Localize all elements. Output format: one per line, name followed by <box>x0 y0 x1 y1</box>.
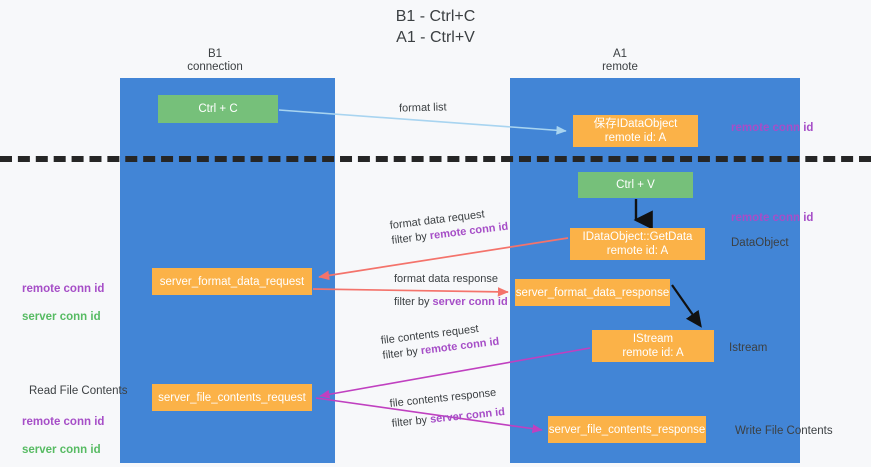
label-remote-conn-id-top: remote conn id <box>731 122 814 134</box>
node-idataobject-getdata[interactable]: IDataObject::GetData remote id: A <box>570 228 705 260</box>
node-server-format-data-request[interactable]: server_format_data_request <box>152 268 312 295</box>
node-ctrl-c[interactable]: Ctrl + C <box>158 95 278 123</box>
node-idataobject[interactable]: 保存IDataObject remote id: A <box>573 115 698 147</box>
label-read-file-contents: Read File Contents <box>29 385 128 397</box>
edge-caption-file-contents-request: file contents request filter by remote c… <box>380 320 500 364</box>
label-left-server-key-bottom: server conn id <box>22 444 101 456</box>
node-server-file-contents-response[interactable]: server_file_contents_response <box>548 416 706 443</box>
filter-key: server conn id <box>429 405 506 426</box>
column-header-b1: B1 connection <box>187 48 243 73</box>
filter-prefix: filter by <box>390 230 431 247</box>
phase-separator <box>0 156 871 162</box>
filter-key: server conn id <box>432 296 508 308</box>
label-left-remote-key-bottom: remote conn id <box>22 416 105 428</box>
label-remote-conn-id-mid: remote conn id <box>731 212 814 224</box>
edge-caption-format-data-response: format data response filter by server co… <box>394 272 508 310</box>
label-write-file-contents: Write File Contents <box>735 425 833 437</box>
label-left-remote-key-top: remote conn id <box>22 283 105 295</box>
filter-prefix: filter by <box>391 413 431 430</box>
edge-caption-format-list: format list <box>398 101 447 115</box>
node-server-file-contents-request[interactable]: server_file_contents_request <box>152 384 312 411</box>
filter-prefix: filter by <box>381 345 422 362</box>
node-server-format-data-response[interactable]: server_format_data_response <box>515 279 670 306</box>
node-istream[interactable]: IStream remote id: A <box>592 330 714 362</box>
diagram-title: B1 - Ctrl+C A1 - Ctrl+V <box>395 8 476 46</box>
label-left-conn-keys-bottom: remote conn id server conn id <box>22 401 104 457</box>
label-left-conn-keys-top: remote conn id server conn id <box>22 268 104 324</box>
label-dataobject: DataObject <box>731 237 789 249</box>
edge-caption-filter: filter by server conn id <box>394 295 508 310</box>
label-istream: Istream <box>729 342 768 354</box>
column-header-a1: A1 remote <box>602 48 638 73</box>
filter-prefix: filter by <box>394 296 433 308</box>
edge-caption-format-data-request: format data request filter by remote con… <box>389 205 509 249</box>
edge-caption-text: format data response <box>394 273 498 285</box>
edge-caption-file-contents-response: file contents response filter by server … <box>389 385 506 432</box>
node-ctrl-v[interactable]: Ctrl + V <box>578 172 693 198</box>
label-left-server-key-top: server conn id <box>22 311 101 323</box>
